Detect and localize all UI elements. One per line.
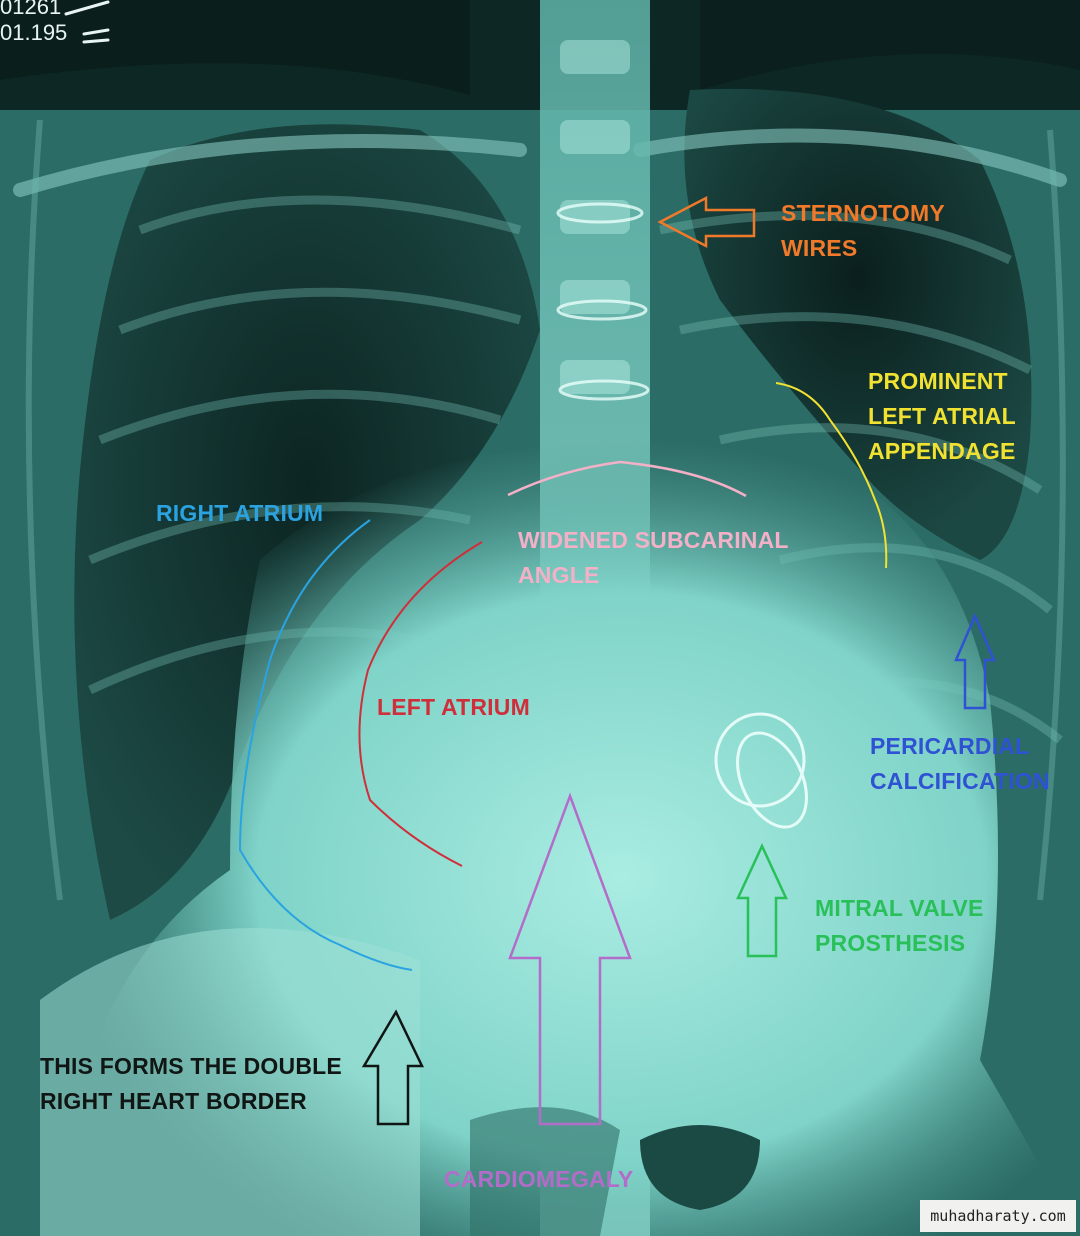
watermark: muhadharaty.com xyxy=(920,1200,1076,1232)
appendage-outline xyxy=(775,382,888,569)
left-atrium-outline xyxy=(358,541,483,867)
pericardial-arrow xyxy=(954,612,996,710)
cardiomegaly-arrow xyxy=(508,792,632,1126)
sternotomy-arrow xyxy=(657,195,756,249)
sternotomy-wires xyxy=(556,202,650,401)
right-atrium-outline xyxy=(238,519,413,971)
film-id-2: 01.195 xyxy=(0,20,68,45)
double-border-arrow xyxy=(361,1009,424,1126)
label-cardiomegaly: CARDIOMEGALY xyxy=(444,1166,634,1192)
mitral-arrow xyxy=(736,843,788,958)
film-id-1: 01261 xyxy=(0,0,62,19)
label-right-atrium: RIGHT ATRIUM xyxy=(156,500,324,526)
label-left-atrium: LEFT ATRIUM xyxy=(377,694,530,720)
left-lung-field xyxy=(684,88,1032,560)
right-lung-field xyxy=(74,124,541,921)
subcarinal-outline xyxy=(507,460,747,498)
mitral-prosthesis-ring xyxy=(714,712,808,829)
